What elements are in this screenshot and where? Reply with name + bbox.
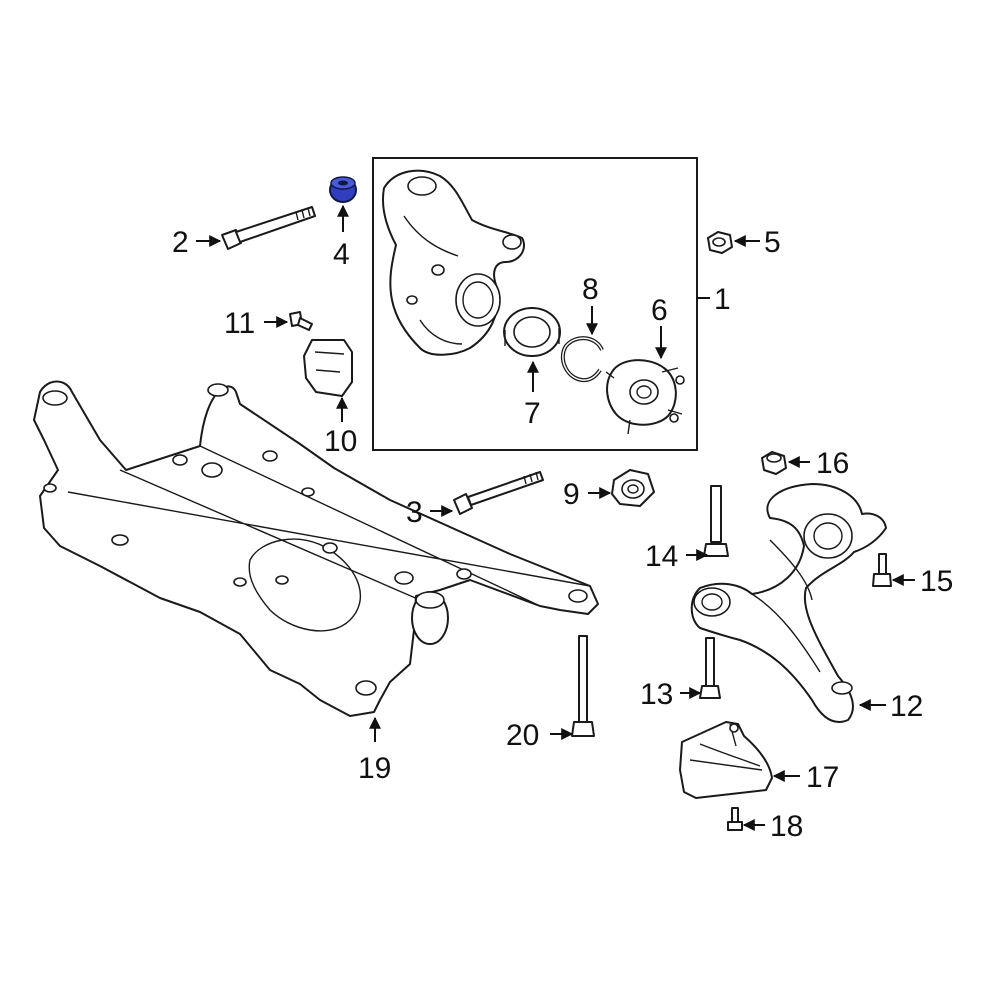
callout-11: 11 bbox=[224, 307, 255, 340]
callout-20: 20 bbox=[506, 719, 539, 752]
callout-4: 4 bbox=[333, 238, 350, 271]
part-3-bolt[interactable] bbox=[453, 471, 544, 515]
callout-14: 14 bbox=[645, 540, 678, 573]
part-9-nut[interactable] bbox=[611, 469, 655, 507]
callout-3: 3 bbox=[406, 496, 423, 529]
part-1-knuckle[interactable] bbox=[382, 169, 525, 356]
part-12-control-arm[interactable] bbox=[690, 483, 887, 723]
part-13-bolt[interactable] bbox=[699, 637, 721, 699]
callout-13: 13 bbox=[640, 678, 673, 711]
callout-12: 12 bbox=[890, 690, 923, 723]
callout-17: 17 bbox=[806, 761, 839, 794]
part-17-bracket[interactable] bbox=[679, 721, 773, 799]
callout-1: 1 bbox=[714, 283, 731, 316]
part-18-bolt[interactable] bbox=[727, 807, 743, 831]
part-4-bushing[interactable] bbox=[329, 176, 357, 203]
callout-6: 6 bbox=[651, 294, 668, 327]
part-16-nut[interactable] bbox=[761, 451, 787, 475]
knuckle-assembly-box bbox=[372, 157, 698, 451]
part-7-bearing[interactable] bbox=[503, 307, 561, 357]
callout-10: 10 bbox=[324, 425, 357, 458]
part-15-bolt[interactable] bbox=[872, 553, 892, 587]
part-5-nut[interactable] bbox=[707, 231, 733, 254]
part-2-bolt[interactable] bbox=[221, 206, 316, 250]
part-19-subframe[interactable] bbox=[33, 380, 599, 717]
callout-2: 2 bbox=[172, 226, 189, 259]
callout-15: 15 bbox=[920, 565, 953, 598]
callout-8: 8 bbox=[582, 273, 599, 306]
part-10-shield[interactable] bbox=[303, 339, 353, 397]
part-6-hub[interactable] bbox=[605, 359, 685, 435]
callout-5: 5 bbox=[764, 226, 781, 259]
part-14-bolt[interactable] bbox=[703, 485, 729, 557]
part-11-bolt[interactable] bbox=[289, 311, 313, 331]
callout-16: 16 bbox=[816, 447, 849, 480]
callout-18: 18 bbox=[770, 810, 803, 843]
callout-7: 7 bbox=[524, 397, 541, 430]
part-8-snap-ring[interactable] bbox=[560, 336, 604, 383]
part-20-bolt[interactable] bbox=[571, 635, 595, 737]
callout-19: 19 bbox=[358, 752, 391, 785]
callout-9: 9 bbox=[563, 478, 580, 511]
